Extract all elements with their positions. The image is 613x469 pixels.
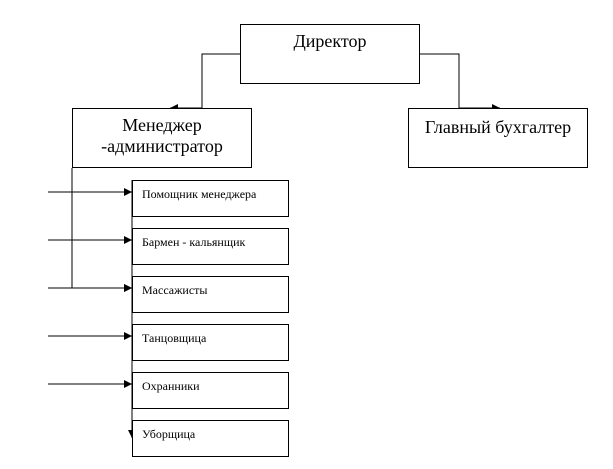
staff-box-masseurs: Массажисты — [132, 276, 289, 313]
staff-box-bartender: Бармен - кальянщик — [132, 228, 289, 265]
staff-label: Уборщица — [142, 427, 196, 441]
staff-label: Массажисты — [142, 283, 208, 297]
staff-box-cleaner: Уборщица — [132, 420, 289, 457]
connector-manager-trunk — [71, 168, 132, 292]
staff-label: Бармен - кальянщик — [142, 235, 246, 249]
director-box: Директор — [240, 24, 420, 84]
accountant-label: Главный бухгалтер — [424, 117, 572, 137]
manager-label: Менеджер -администратор — [101, 115, 223, 156]
director-label: Директор — [293, 31, 367, 51]
connector-director-manager — [170, 53, 240, 112]
staff-label: Охранники — [142, 379, 200, 393]
staff-box-security: Охранники — [132, 372, 289, 409]
staff-label: Помощник менеджера — [142, 187, 257, 201]
manager-box: Менеджер -администратор — [72, 108, 252, 168]
staff-box-dancer: Танцовщица — [132, 324, 289, 361]
connector-director-accountant — [420, 53, 500, 112]
staff-box-assistant-manager: Помощник менеджера — [132, 180, 289, 217]
staff-label: Танцовщица — [142, 331, 207, 345]
accountant-box: Главный бухгалтер — [408, 108, 588, 168]
